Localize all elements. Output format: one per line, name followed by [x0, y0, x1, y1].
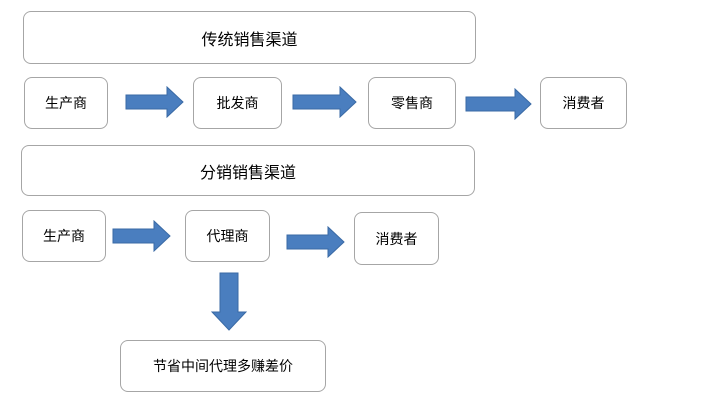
traditional-consumer-label: 消费者 — [562, 96, 605, 112]
distribution-producer-node: 生产商 — [22, 210, 106, 262]
traditional-channel-title-text: 传统销售渠道 — [201, 29, 298, 49]
arrow-right-icon — [465, 88, 532, 120]
traditional-consumer-node: 消费者 — [540, 77, 627, 129]
distribution-note-box: 节省中间代理多赚差价 — [120, 340, 326, 392]
distribution-producer-label: 生产商 — [43, 229, 85, 245]
distribution-channel-title-text: 分销销售渠道 — [199, 162, 296, 182]
arrow-right-icon — [292, 86, 357, 118]
distribution-agent-node: 代理商 — [185, 210, 270, 262]
traditional-producer-label: 生产商 — [45, 96, 87, 112]
arrow-right-icon — [112, 220, 171, 252]
distribution-consumer-node: 消费者 — [354, 212, 439, 265]
distribution-consumer-label: 消费者 — [375, 231, 418, 248]
distribution-channel-title: 分销销售渠道 — [21, 145, 475, 196]
traditional-channel-title: 传统销售渠道 — [23, 11, 476, 64]
distribution-note-text: 节省中间代理多赚差价 — [153, 359, 293, 375]
traditional-wholesaler-label: 批发商 — [216, 96, 259, 112]
distribution-agent-label: 代理商 — [206, 229, 249, 245]
traditional-retailer-node: 零售商 — [368, 77, 456, 129]
arrow-down-icon — [211, 272, 247, 331]
traditional-producer-node: 生产商 — [24, 77, 108, 129]
traditional-wholesaler-node: 批发商 — [193, 77, 282, 129]
traditional-retailer-label: 零售商 — [391, 96, 433, 112]
arrow-right-icon — [286, 226, 345, 258]
arrow-right-icon — [125, 86, 184, 118]
